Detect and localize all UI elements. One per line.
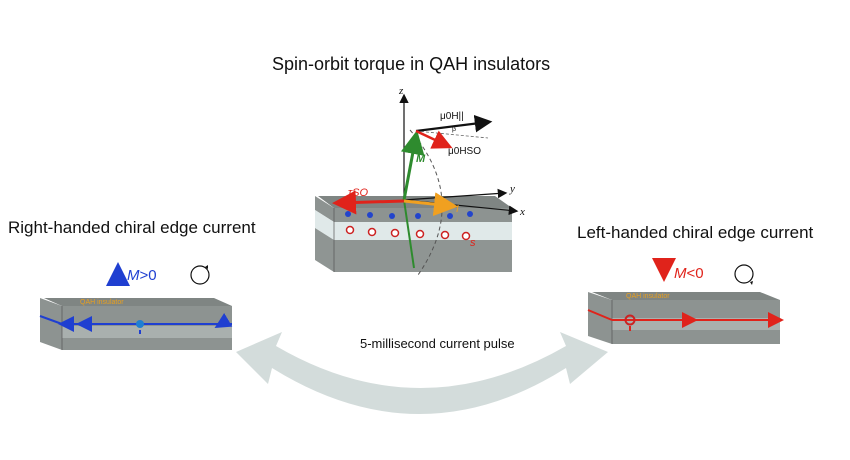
spin-dots-bottom (345, 225, 471, 241)
left-handed-heading: Left-handed chiral edge current (577, 223, 814, 242)
svg-text:M<0: M<0 (674, 265, 704, 282)
left-device: QAH insulator M>0 (39, 262, 233, 350)
left-mag-relation: >0 (140, 267, 157, 284)
right-handed-heading: Right-handed chiral edge current (8, 218, 256, 237)
angle-label: β (452, 126, 456, 133)
diagram-title: Spin-orbit torque in QAH insulators (272, 54, 551, 74)
y-axis-label: y (509, 183, 515, 195)
magnetization-arrow-lower (403, 199, 415, 269)
z-axis-label: z (398, 85, 404, 97)
left-layer-label: QAH insulator (80, 299, 124, 306)
field-parallel-label: μ0H|| (440, 111, 464, 122)
field-parallel-arrow (415, 114, 493, 133)
left-mag-symbol: M (127, 267, 140, 284)
torque-label: τSO (348, 187, 368, 199)
right-device: QAH insulator M<0 (587, 258, 784, 344)
current-label: I (456, 204, 459, 215)
current-arrow (403, 192, 458, 217)
right-rotation-icon (734, 264, 754, 284)
pulse-label: 5-millisecond current pulse (360, 336, 515, 351)
magnetization-label: M (416, 153, 426, 165)
center-slab-upper (315, 196, 512, 222)
pulse-double-arrow (236, 332, 608, 414)
field-so-arrow (415, 129, 453, 149)
right-mag-symbol: M (674, 265, 687, 282)
right-mag-relation: <0 (687, 265, 704, 282)
right-layer-label: QAH insulator (626, 293, 670, 300)
field-so-label: μ0HSO (448, 146, 481, 157)
center-device: z y x M μ0H|| β μ0HSO τSO I s (315, 85, 525, 276)
torque-arrow (332, 190, 405, 215)
magnetization-arrow (400, 130, 425, 201)
left-rotation-icon (190, 265, 210, 285)
svg-text:M>0: M>0 (127, 267, 157, 284)
x-axis-label: x (519, 206, 525, 218)
center-slab-middle (315, 210, 512, 240)
spin-label: s (470, 237, 476, 249)
center-slab-bottom (315, 228, 512, 272)
